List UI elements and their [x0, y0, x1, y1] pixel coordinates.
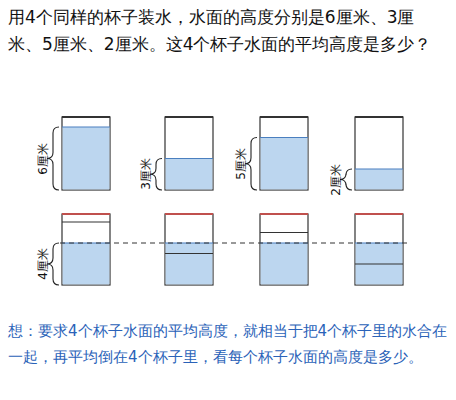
water-surface — [165, 158, 213, 159]
dimension-label: 5厘米 — [234, 148, 248, 180]
old-level-line — [355, 263, 403, 264]
top-row — [47, 117, 403, 190]
cup — [62, 117, 110, 190]
cup — [62, 214, 110, 285]
dimension-label: 4厘米 — [36, 248, 50, 280]
dimension-label: 3厘米 — [139, 158, 153, 190]
cup-rim — [165, 213, 213, 215]
water — [261, 243, 308, 284]
cup-rim — [260, 116, 308, 118]
cup-rim — [165, 116, 213, 118]
water — [166, 159, 213, 190]
cup — [165, 117, 213, 190]
cup — [165, 214, 213, 285]
water-surface — [355, 168, 403, 169]
dimension-label: 6厘米 — [36, 143, 50, 175]
cup — [260, 117, 308, 190]
problem-text: 用4个同样的杯子装水，水面的高度分别是6厘米、3厘米、5厘米、2厘米。这4个杯子… — [8, 4, 448, 58]
old-level-line — [62, 221, 110, 222]
old-level-line — [165, 253, 213, 254]
cup — [260, 214, 308, 285]
cup-rim — [355, 213, 403, 215]
cup-rim — [260, 213, 308, 215]
cup-rim — [62, 213, 110, 215]
water-surface — [62, 126, 110, 127]
cup — [355, 117, 403, 190]
average-line — [60, 243, 411, 244]
water — [63, 127, 110, 189]
cup — [355, 214, 403, 285]
cup-rim — [62, 116, 110, 118]
water — [166, 243, 213, 284]
water — [63, 243, 110, 284]
hint-text: 想：要求4个杯子水面的平均高度，就相当于把4个杯子里的水合在一起，再平均倒在4个… — [8, 318, 448, 370]
dimension-label: 2厘米 — [329, 164, 343, 196]
bottom-row — [47, 214, 403, 285]
water — [356, 169, 403, 189]
cup-rim — [355, 116, 403, 118]
old-level-line — [260, 232, 308, 233]
water — [356, 243, 403, 284]
water — [261, 138, 308, 190]
water-surface — [260, 137, 308, 138]
